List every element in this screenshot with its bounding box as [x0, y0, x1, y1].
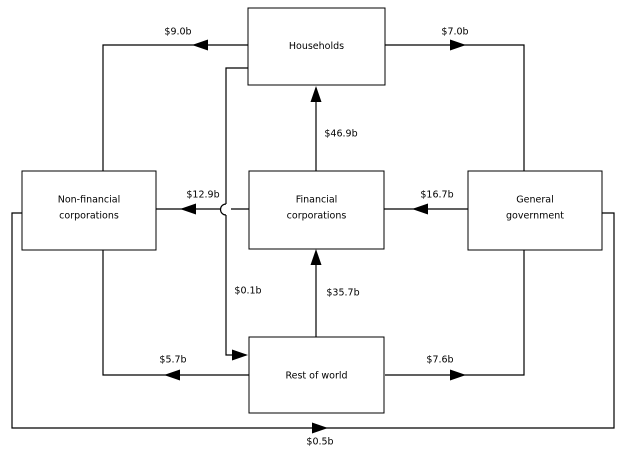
- node-general-government[interactable]: General government: [467, 170, 603, 251]
- node-label-households: Households: [289, 41, 344, 52]
- node-label-general-government-line2: government: [506, 211, 564, 222]
- node-box-non-financial-corporations[interactable]: [21, 170, 157, 251]
- flow-line-hop-jumper: [219, 203, 227, 216]
- node-financial-corporations[interactable]: Financial corporations: [248, 170, 385, 250]
- flow-label-hh-to-gov: $7.0b: [441, 27, 468, 38]
- arrow-head-row-to-gov: [450, 369, 466, 381]
- arrow-head-fc-to-hh: [310, 86, 322, 102]
- flow-path-hh-to-gov: [385, 39, 525, 171]
- flow-path-gov-to-fc: [384, 203, 468, 215]
- node-label-general-government-line1: General: [516, 195, 553, 206]
- flow-path-nfc-to-gov: [11, 212, 615, 434]
- flow-line-hh-to-row-upper: [225, 67, 248, 204]
- flow-line-hh-to-gov: [385, 44, 525, 171]
- flow-label-hh-to-nfc: $9.0b: [164, 27, 191, 38]
- node-label-non-financial-corporations-line1: Non-financial: [58, 195, 121, 206]
- flow-path-row-to-fc: [310, 249, 322, 337]
- node-box-financial-corporations[interactable]: [248, 170, 385, 250]
- arrow-head-row-to-fc: [310, 249, 322, 265]
- flow-path-hh-to-nfc: [102, 39, 248, 171]
- node-box-households[interactable]: [247, 7, 386, 86]
- node-households[interactable]: Households: [247, 7, 386, 86]
- flow-label-row-to-fc: $35.7b: [326, 288, 359, 299]
- node-box-general-government[interactable]: [467, 170, 603, 251]
- node-label-rest-of-world: Rest of world: [285, 371, 347, 382]
- arrow-head-hh-to-row: [232, 349, 248, 361]
- flow-path-row-to-gov: [385, 250, 525, 381]
- arrow-head-hh-to-gov: [450, 39, 466, 51]
- flow-path-fc-to-hh: [310, 86, 322, 171]
- flow-path-row-to-nfc: [102, 250, 249, 381]
- arrow-head-fc-to-nfc: [180, 203, 196, 215]
- flow-line-row-to-gov: [385, 250, 525, 376]
- arrow-head-hh-to-nfc: [192, 39, 208, 51]
- flow-label-nfc-to-gov: $0.5b: [306, 437, 333, 448]
- flow-label-row-to-nfc: $5.7b: [159, 355, 186, 366]
- flow-path-hh-to-row: [219, 67, 248, 361]
- flow-label-fc-to-hh: $46.9b: [324, 129, 357, 140]
- node-label-financial-corporations-line2: corporations: [287, 211, 347, 222]
- node-label-non-financial-corporations-line2: corporations: [59, 211, 119, 222]
- flow-label-gov-to-fc: $16.7b: [420, 190, 453, 201]
- arrow-head-nfc-to-gov: [312, 422, 328, 434]
- arrow-head-row-to-nfc: [164, 369, 180, 381]
- flow-path-fc-to-nfc: [156, 203, 249, 215]
- node-rest-of-world[interactable]: Rest of world: [248, 336, 385, 414]
- flow-line-row-to-nfc: [102, 250, 249, 376]
- flow-label-fc-to-nfc: $12.9b: [186, 190, 219, 201]
- node-non-financial-corporations[interactable]: Non-financial corporations: [21, 170, 157, 251]
- node-label-financial-corporations-line1: Financial: [296, 195, 338, 206]
- flow-label-hh-to-row: $0.1b: [234, 286, 261, 297]
- node-box-rest-of-world[interactable]: [248, 336, 385, 414]
- flow-label-row-to-gov: $7.6b: [426, 355, 453, 366]
- arrow-head-gov-to-fc: [412, 203, 428, 215]
